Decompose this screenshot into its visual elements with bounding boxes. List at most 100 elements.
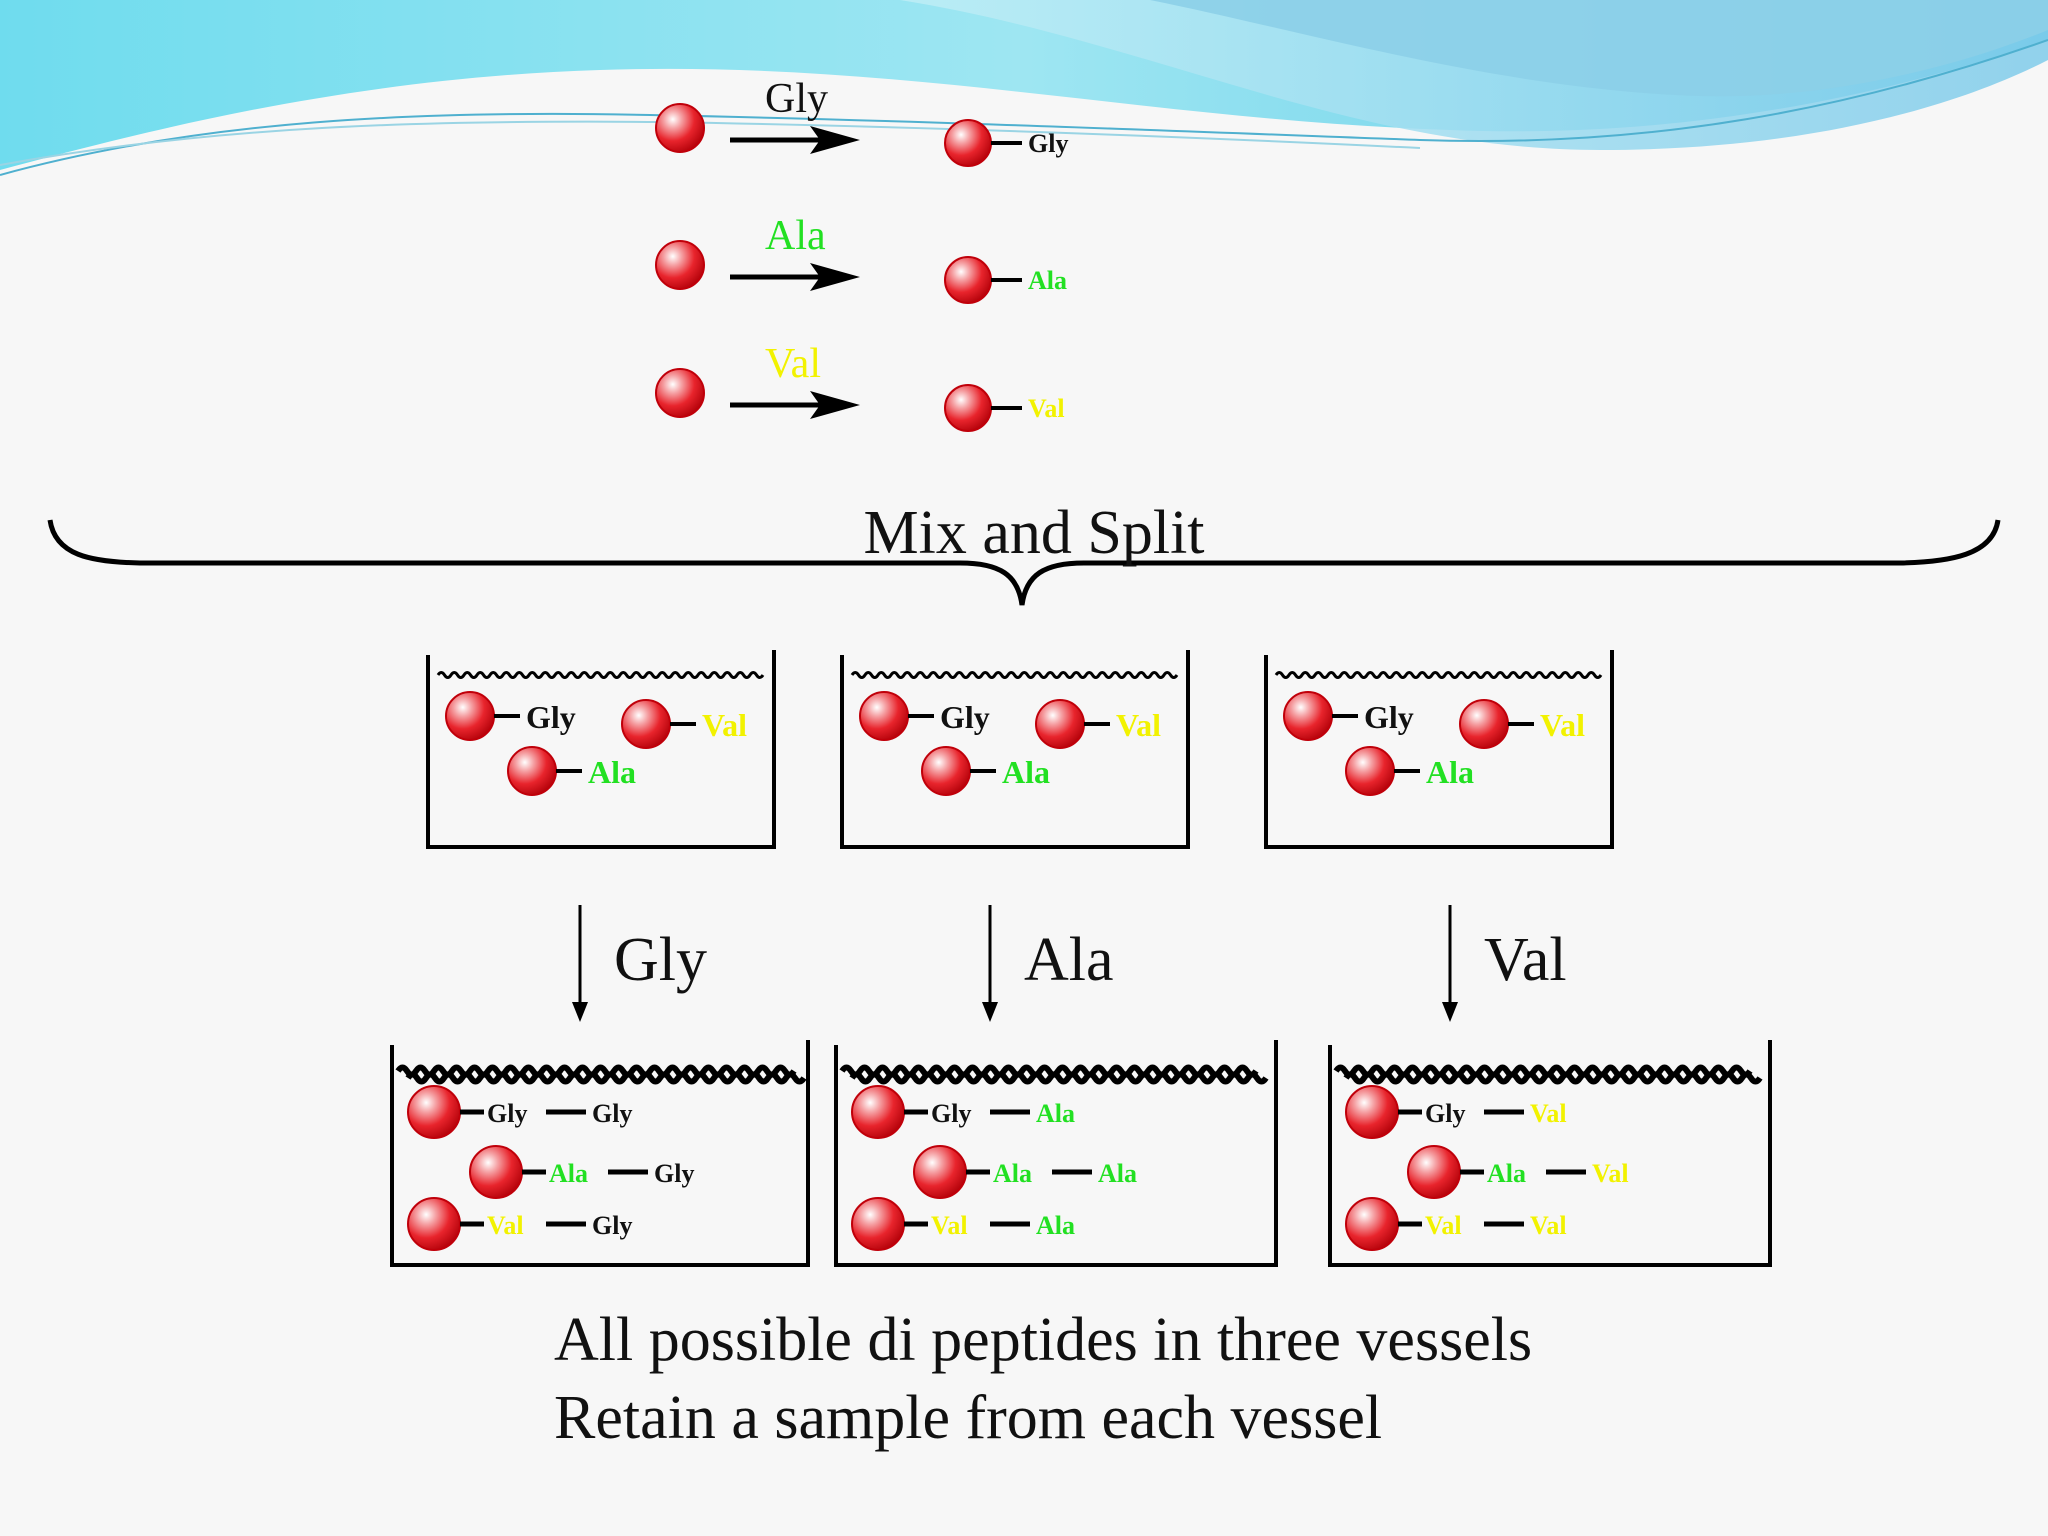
product-label: Val [1028,394,1065,423]
reagent-label: Val [1484,926,1567,994]
resin-bead [1345,746,1395,796]
first-residue: Gly [931,1099,971,1128]
mix-split-label: Mix and Split [863,499,1204,567]
second-residue: Gly [654,1159,694,1188]
second-residue: Val [1530,1099,1567,1128]
resin-bead [655,368,705,418]
resin-bound-residue: Val [1116,707,1161,743]
resin-bead [655,103,705,153]
resin-bead [859,691,909,741]
resin-bead [407,1085,461,1139]
resin-bound-residue: Val [702,707,747,743]
second-residue: Val [1530,1211,1567,1240]
resin-bound-residue: Ala [1426,754,1474,790]
resin-bead [507,746,557,796]
vessel-wall [390,1040,810,1267]
second-residue: Ala [1036,1211,1075,1240]
vessel-wall [840,650,1190,849]
vessel-wall [834,1040,1278,1267]
first-residue: Val [931,1211,968,1240]
second-residue: Ala [1098,1159,1137,1188]
solvent-surface [436,671,765,679]
mix-split-brace [47,519,2001,606]
resin-bead [851,1085,905,1139]
first-residue: Ala [549,1159,588,1188]
resin-bead [944,119,992,167]
header-wave-decoration [0,0,2048,176]
second-coupling-step: Gly [572,905,707,1022]
solvent-surface [850,671,1179,679]
resin-bead [621,699,671,749]
resin-bound-residue: Gly [526,699,576,735]
vessel-wall [1328,1040,1772,1267]
second-residue: Gly [592,1211,632,1240]
vessel-wall [426,650,776,849]
resin-bead [1345,1197,1399,1251]
resin-bead [469,1145,523,1199]
reagent-label: Gly [765,76,828,122]
resin-bead [1407,1145,1461,1199]
product-label: Gly [1028,129,1068,158]
first-residue: Ala [993,1159,1032,1188]
reaction-arrow-head [810,391,860,419]
first-residue: Ala [1487,1159,1526,1188]
vessel-wall [1264,650,1614,849]
resin-bead [921,746,971,796]
reaction-arrow-head [810,126,860,154]
resin-bound-residue: Val [1540,707,1585,743]
first-residue: Val [1425,1211,1462,1240]
reagent-label: Ala [1024,926,1114,994]
resin-bead [1283,691,1333,741]
resin-bead [407,1197,461,1251]
second-residue: Ala [1036,1099,1075,1128]
resin-bead [1345,1085,1399,1139]
resin-bead [445,691,495,741]
first-residue: Val [487,1211,524,1240]
down-arrow-head [572,1002,588,1022]
caption-line-1: All possible di peptides in three vessel… [554,1306,1532,1374]
second-residue: Val [1592,1159,1629,1188]
second-coupling-step: Ala [982,905,1114,1022]
resin-bead [851,1197,905,1251]
resin-bound-residue: Gly [940,699,990,735]
reagent-label: Val [765,341,821,387]
resin-bead [944,256,992,304]
first-residue: Gly [1425,1099,1465,1128]
resin-bound-residue: Ala [588,754,636,790]
reaction-arrow-head [810,263,860,291]
resin-bead [655,240,705,290]
reagent-label: Ala [765,213,826,259]
resin-bound-residue: Ala [1002,754,1050,790]
second-residue: Gly [592,1099,632,1128]
resin-bead [913,1145,967,1199]
down-arrow-head [1442,1002,1458,1022]
second-coupling-step: Val [1442,905,1567,1022]
product-label: Ala [1028,266,1067,295]
solvent-surface [1274,671,1603,679]
resin-bead [1035,699,1085,749]
down-arrow-head [982,1002,998,1022]
first-residue: Gly [487,1099,527,1128]
resin-bead [944,384,992,432]
solvent-surface [849,1071,1269,1085]
reagent-label: Gly [614,926,707,994]
solvent-surface [1343,1071,1763,1085]
caption-line-2: Retain a sample from each vessel [554,1384,1382,1452]
resin-bead [1459,699,1509,749]
resin-bound-residue: Gly [1364,699,1414,735]
second-coupling-arrows: Gly Ala Val [572,905,1567,1022]
